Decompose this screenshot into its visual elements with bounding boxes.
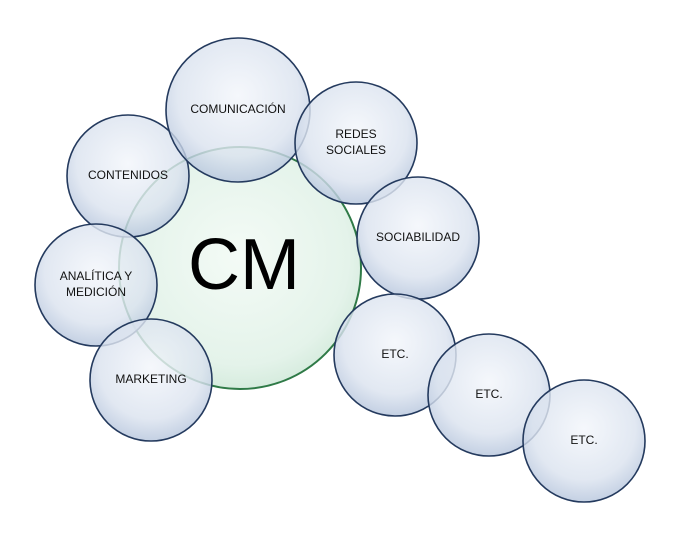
bubble-marketing: MARKETING	[89, 318, 213, 442]
bubble-label-marketing: MARKETING	[115, 372, 186, 386]
bubble-label-contenidos: CONTENIDOS	[88, 168, 168, 182]
bubble-label-analitica-line-1: ANALÍTICA Y	[60, 268, 132, 283]
bubbles-layer: CONTENIDOS COMUNICACIÓN REDES SOCIALES SOCIA…	[34, 37, 646, 503]
bubble-label-etc-1: ETC.	[381, 347, 408, 361]
bubble-label-sociabilidad: SOCIABILIDAD	[376, 230, 460, 244]
bubble-circle-analitica	[34, 223, 158, 347]
bubble-etc-3: ETC.	[522, 379, 646, 503]
bubble-label-analitica-line-2: MEDICIÓN	[66, 284, 126, 299]
bubble-circle-redes-sociales	[294, 81, 418, 205]
center-label: CM	[188, 225, 300, 305]
bubble-label-etc-3: ETC.	[570, 433, 597, 447]
bubble-sociabilidad: SOCIABILIDAD	[356, 176, 480, 300]
bubble-comunicacion: COMUNICACIÓN	[165, 37, 311, 183]
bubble-label-comunicacion: COMUNICACIÓN	[190, 101, 285, 116]
bubble-label-redes-sociales-line-1: REDES	[335, 127, 376, 141]
bubble-label-redes-sociales-line-2: SOCIALES	[326, 143, 386, 157]
bubble-etc-2: ETC.	[427, 333, 551, 457]
bubble-contenidos: CONTENIDOS	[66, 114, 190, 238]
bubble-circle-marketing	[89, 318, 213, 442]
bubble-label-etc-2: ETC.	[475, 387, 502, 401]
bubble-redes-sociales: REDES SOCIALES	[294, 81, 418, 205]
bubble-circle-etc-3	[522, 379, 646, 503]
